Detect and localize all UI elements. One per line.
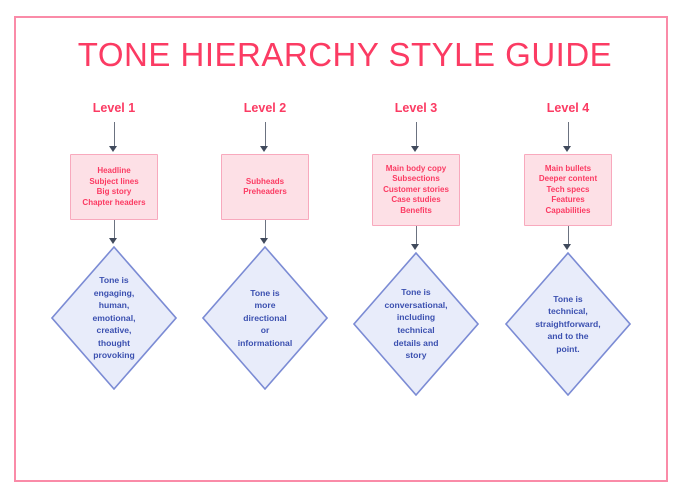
level-label-2: Level 2: [243, 101, 287, 115]
arrow-shaft: [567, 226, 569, 246]
arrow-box-to-diamond-4: [488, 226, 648, 252]
arrow-shaft: [264, 220, 266, 240]
arrow-shaft: [415, 226, 417, 246]
arrow-shaft: [113, 122, 115, 148]
tone-diamond-3[interactable]: Tone is conversational, including techni…: [336, 252, 496, 396]
arrow-label-to-box-3: [336, 116, 496, 154]
tone-diamond-4[interactable]: Tone is technical, straightforward, and …: [488, 252, 648, 396]
level-column-2: Level 2 Subheads Preheaders Tone is more…: [185, 100, 345, 390]
level-label-1: Level 1: [92, 101, 136, 115]
diamond-shape-icon: [51, 246, 177, 390]
tone-diamond-4-text: Tone is technical, straightforward, and …: [535, 293, 601, 354]
content-box-3[interactable]: Main body copy Subsections Customer stor…: [372, 154, 460, 226]
tone-diamond-1[interactable]: Tone is engaging, human, emotional, crea…: [34, 246, 194, 390]
arrow-box-to-diamond-1: [34, 220, 194, 246]
arrow-head-icon: [411, 244, 419, 250]
level-column-3: Level 3 Main body copy Subsections Custo…: [336, 100, 496, 396]
tone-diamond-1-text: Tone is engaging, human, emotional, crea…: [92, 274, 136, 361]
tone-diamond-2[interactable]: Tone is more directional or informationa…: [185, 246, 345, 390]
diamond-shape-icon: [353, 252, 479, 396]
diamond-shape-icon: [202, 246, 328, 390]
arrow-head-icon: [563, 244, 571, 250]
arrow-shaft: [567, 122, 569, 148]
level-column-1: Level 1 Headline Subject lines Big story…: [34, 100, 194, 390]
content-box-4[interactable]: Main bullets Deeper content Tech specs F…: [524, 154, 612, 226]
arrow-shaft: [415, 122, 417, 148]
arrow-label-to-box-2: [185, 116, 345, 154]
arrow-head-icon: [260, 238, 268, 244]
tone-diamond-2-text: Tone is more directional or informationa…: [237, 287, 293, 348]
arrow-head-icon: [260, 146, 268, 152]
arrow-head-icon: [109, 146, 117, 152]
level-label-4: Level 4: [546, 101, 590, 115]
content-box-2[interactable]: Subheads Preheaders: [221, 154, 309, 220]
decorative-border-frame: [14, 16, 668, 482]
arrow-head-icon: [109, 238, 117, 244]
arrow-box-to-diamond-3: [336, 226, 496, 252]
arrow-label-to-box-1: [34, 116, 194, 154]
arrow-box-to-diamond-2: [185, 220, 345, 246]
content-box-4-text: Main bullets Deeper content Tech specs F…: [538, 163, 598, 215]
level-column-4: Level 4 Main bullets Deeper content Tech…: [488, 100, 648, 396]
arrow-shaft: [113, 220, 115, 240]
tone-diamond-3-text: Tone is conversational, including techni…: [384, 287, 448, 361]
page-title: TONE HIERARCHY STYLE GUIDE: [77, 36, 613, 73]
level-label-3: Level 3: [394, 101, 438, 115]
diamond-shape-icon: [505, 252, 631, 396]
arrow-head-icon: [563, 146, 571, 152]
content-box-1-text: Headline Subject lines Big story Chapter…: [82, 166, 146, 207]
arrow-label-to-box-4: [488, 116, 648, 154]
arrow-shaft: [264, 122, 266, 148]
content-box-1[interactable]: Headline Subject lines Big story Chapter…: [70, 154, 158, 220]
arrow-head-icon: [411, 146, 419, 152]
content-box-3-text: Main body copy Subsections Customer stor…: [383, 163, 449, 215]
content-box-2-text: Subheads Preheaders: [243, 176, 287, 197]
